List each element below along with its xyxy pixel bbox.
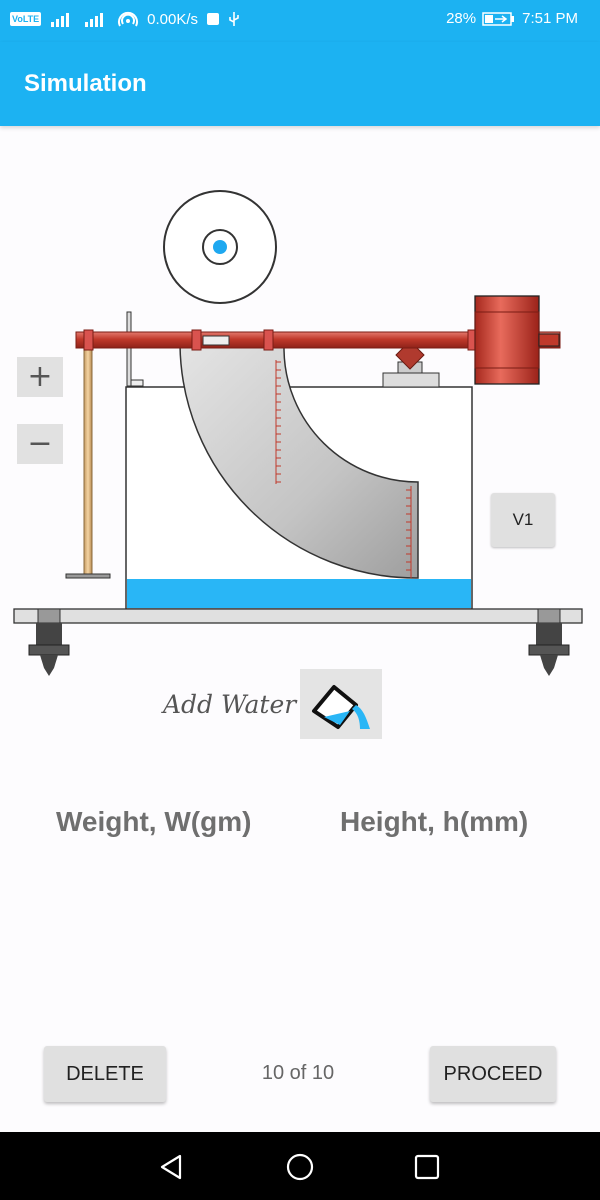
net-speed: 0.00K/s: [147, 10, 199, 28]
impact-apparatus: [13, 190, 583, 676]
back-icon[interactable]: [156, 1152, 186, 1182]
status-left: VoLTE 0.00K/s: [10, 10, 240, 28]
recents-icon[interactable]: [413, 1153, 441, 1181]
balance-beam: [75, 329, 561, 351]
usb-icon: [229, 12, 239, 26]
zoom-out-button[interactable]: −: [17, 424, 63, 464]
delete-button[interactable]: DELETE: [44, 1046, 166, 1102]
stop-icon: [207, 13, 220, 25]
quadrant-vane: [179, 344, 419, 579]
add-water-label: Add Water: [163, 690, 297, 719]
battery-percent: 28%: [446, 10, 477, 27]
pager-indicator: 10 of 10: [261, 1062, 335, 1084]
volte-badge: VoLTE: [10, 12, 42, 26]
clock: 7:51 PM: [522, 10, 578, 27]
status-right: 28% 7:51 PM: [446, 10, 578, 27]
system-nav-bar: [0, 1132, 600, 1200]
right-foot: [528, 608, 570, 676]
zoom-in-button[interactable]: +: [17, 357, 63, 397]
hotspot-icon: [118, 11, 139, 27]
app-bar: Simulation: [0, 42, 600, 126]
left-foot: [28, 608, 70, 676]
tank-water: [127, 579, 471, 608]
weight-column-header: Weight, W(gm): [56, 806, 252, 837]
counter-weight: [474, 295, 560, 385]
signal-icon: [51, 13, 104, 27]
page-title: Simulation: [24, 70, 147, 97]
v1-button[interactable]: V1: [491, 493, 555, 547]
water-pour-icon: [312, 685, 370, 729]
status-bar: VoLTE 0.00K/s 28% 7:51 PM: [0, 0, 600, 42]
height-column-header: Height, h(mm): [340, 806, 529, 837]
pivot-indicator: [163, 190, 277, 304]
home-icon[interactable]: [285, 1152, 315, 1182]
proceed-button[interactable]: PROCEED: [430, 1046, 556, 1102]
battery-icon: [482, 11, 515, 26]
base-plate: [13, 608, 583, 624]
add-water-button[interactable]: [300, 669, 382, 739]
